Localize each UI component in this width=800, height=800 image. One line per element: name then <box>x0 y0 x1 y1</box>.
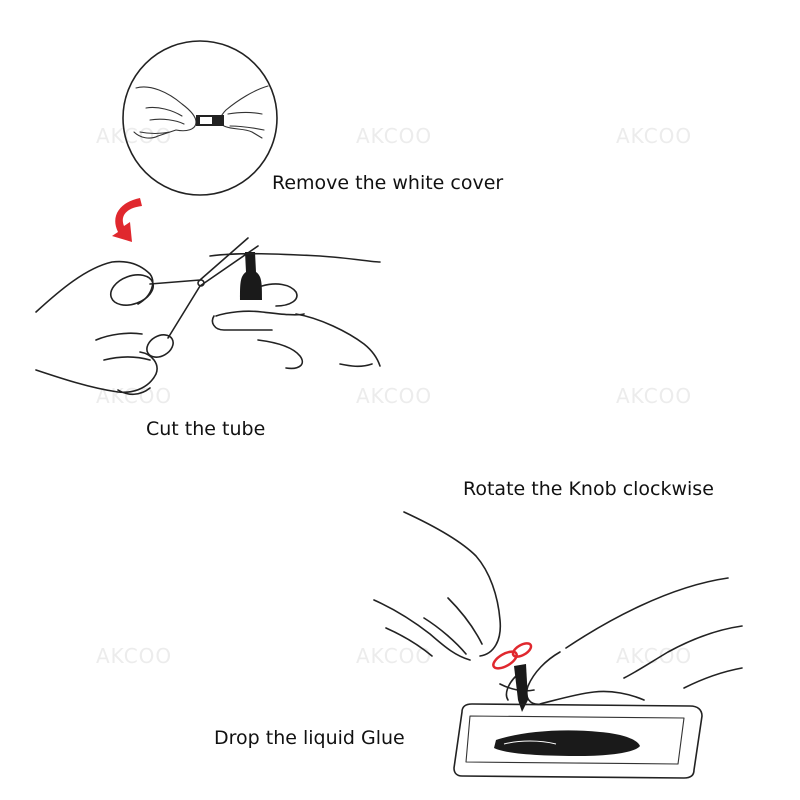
hands-holding-tube <box>122 40 278 196</box>
step-label-remove-cover: Remove the white cover <box>272 172 504 194</box>
watermark: AKCOO <box>356 124 433 148</box>
watermark: AKCOO <box>616 384 693 408</box>
scissors-cutting-tube <box>35 237 381 396</box>
curved-arrow-icon <box>112 198 142 242</box>
watermark: AKCOO <box>96 644 173 668</box>
hands-rotating-knob <box>373 511 743 712</box>
watermark: AKCOO <box>96 384 173 408</box>
watermark: AKCOO <box>616 644 693 668</box>
watermark: AKCOO <box>356 644 433 668</box>
watermark: AKCOO <box>616 124 693 148</box>
step-label-drop-glue: Drop the liquid Glue <box>214 727 405 749</box>
glue-drop-on-screen <box>453 703 703 779</box>
watermark: AKCOO <box>356 384 433 408</box>
step-label-cut-tube: Cut the tube <box>146 418 266 440</box>
step-label-rotate-knob: Rotate the Knob clockwise <box>463 478 714 500</box>
